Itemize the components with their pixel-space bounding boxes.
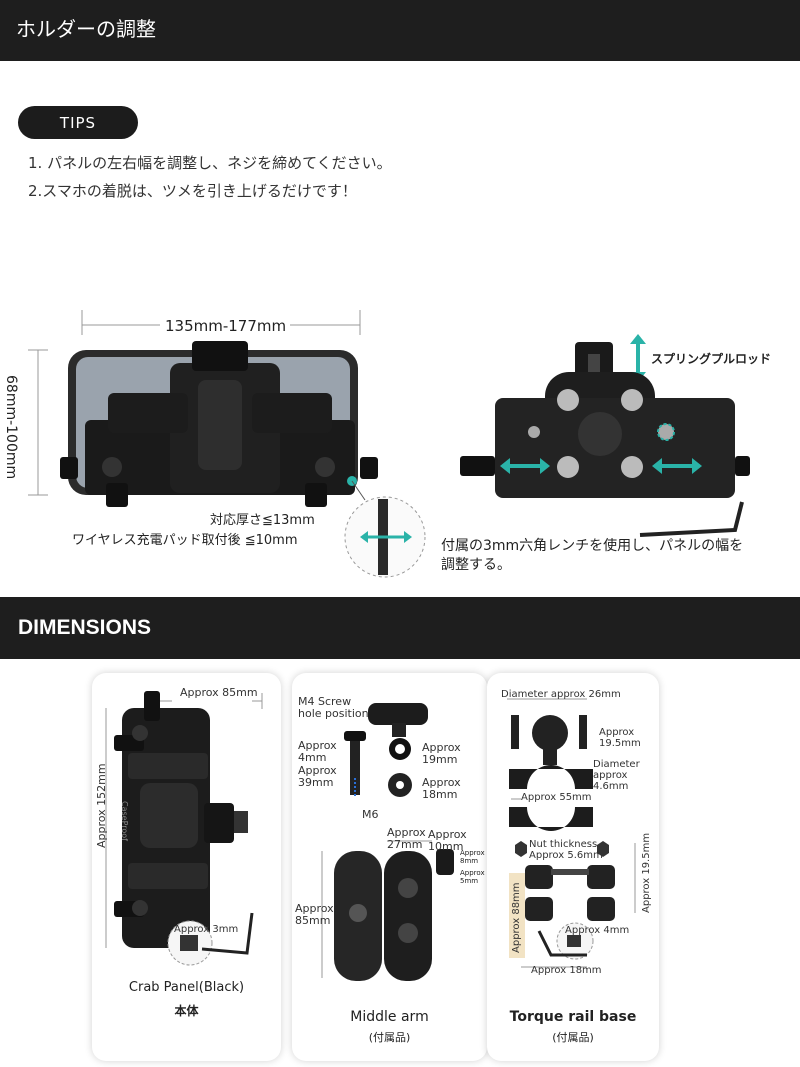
- spring-rod-label: スプリングプルロッド: [651, 352, 772, 366]
- arm-18mm-label-2: 18mm: [422, 788, 458, 802]
- arm-27mm-label-1: Approx: [387, 826, 426, 839]
- torque-rail-illustration: [507, 698, 636, 968]
- holder-back-illustration: [460, 334, 750, 537]
- panel-width-label: Approx 85mm: [180, 686, 258, 699]
- panel-sub-caption: 本体: [174, 1004, 199, 1018]
- tip-line-1: 1. パネルの左右幅を調整し、ネジを締めてください。: [28, 154, 392, 172]
- arm-85mm-label-1: Approx: [295, 902, 334, 915]
- arm-4mm-label-2: 4mm: [298, 751, 327, 765]
- tips-badge: TIPS: [18, 106, 138, 139]
- card-middle-arm: M4 Screw hole position Approx 4mm Approx…: [292, 673, 487, 1061]
- arm-19mm-label-2: 19mm: [422, 753, 458, 767]
- arm-18mm-label-1: Approx: [422, 776, 461, 789]
- arm-85mm-label-2: 85mm: [295, 914, 331, 928]
- holder-front-illustration: [28, 310, 426, 578]
- dimensions-title: DIMENSIONS: [18, 616, 152, 639]
- panel-brand-logo: CaseProof: [120, 801, 129, 841]
- screw-hole-label-2: hole position: [298, 707, 369, 721]
- arm-19mm-label-1: Approx: [422, 741, 461, 754]
- section-title: ホルダーの調整: [16, 17, 156, 41]
- arm-caption: Middle arm: [350, 1009, 429, 1025]
- arm-39mm-label-2: 39mm: [298, 776, 334, 790]
- width-range-label: 135mm-177mm: [165, 317, 287, 335]
- thickness-label: 対応厚さ≦13mm: [210, 513, 315, 528]
- middle-arm-illustration: [321, 703, 454, 981]
- crab-panel-illustration: [105, 691, 263, 966]
- section-header: ホルダーの調整: [0, 0, 800, 61]
- tip-line-2: 2.スマホの着脱は、ツメを引き上げるだけです！: [28, 182, 357, 200]
- arm-8mm-label-1: Approx: [460, 849, 485, 857]
- arm-10mm-label-1: Approx: [428, 828, 467, 841]
- wireless-pad-label: ワイヤレス充電パッド取付後 ≦10mm: [72, 533, 298, 548]
- rail-195mm-label-1: Approx: [599, 727, 635, 738]
- screw-hole-label-1: M4 Screw: [298, 695, 352, 708]
- rail-4mm-label: Approx 4mm: [565, 925, 630, 936]
- card-torque-rail-base: Diameter approx 26mm Approx 19.5mm Diame…: [487, 673, 659, 1061]
- arm-4mm-label-1: Approx: [298, 739, 337, 752]
- rail-sub-caption: (付属品): [552, 1031, 594, 1044]
- height-range-label: 68mm-100mm: [3, 375, 19, 480]
- arm-27mm-label-2: 27mm: [387, 838, 423, 852]
- rail-nut-label-2: Approx 5.6mm: [529, 850, 603, 861]
- rail-55mm-label: Approx 55mm: [521, 792, 592, 803]
- arm-sub-caption: (付属品): [368, 1031, 411, 1044]
- arm-5mm-label-1: Approx: [460, 869, 485, 877]
- rail-diameter46-label-2: approx 4.6mm: [593, 770, 629, 792]
- rail-18mm-label: Approx 18mm: [531, 965, 602, 976]
- arm-m6-label: M6: [362, 808, 379, 821]
- panel-wrench-label: Approx 3mm: [174, 924, 239, 935]
- panel-height-label: Approx 152mm: [95, 763, 108, 848]
- wrench-note-line-2: 調整する。: [441, 556, 511, 573]
- rail-caption: Torque rail base: [509, 1009, 637, 1025]
- arm-5mm-label-2: 5mm: [460, 876, 479, 885]
- arm-10mm-label-2: 10mm: [428, 840, 464, 854]
- card-crab-panel: Approx 85mm Approx 152mm CaseProof Appro…: [92, 673, 281, 1061]
- arm-8mm-label-2: 8mm: [460, 856, 479, 865]
- rail-88mm-label: Approx 88mm: [511, 882, 522, 953]
- rail-diameter-label: Diameter approx 26mm: [501, 689, 621, 700]
- panel-caption: Crab Panel(Black): [128, 980, 245, 995]
- rail-diameter46-label-1: Diameter: [593, 759, 640, 770]
- wrench-note-line-1: 付属の3mm六角レンチを使用し、パネルの幅を: [441, 538, 744, 554]
- arm-39mm-label-1: Approx: [298, 764, 337, 777]
- dimensions-header: DIMENSIONS: [0, 597, 800, 659]
- rail-nut-label-1: Nut thickness: [529, 839, 598, 850]
- rail-195v-label: Approx 19.5mm: [641, 832, 652, 913]
- rail-195mm-label-2: 19.5mm: [599, 738, 641, 749]
